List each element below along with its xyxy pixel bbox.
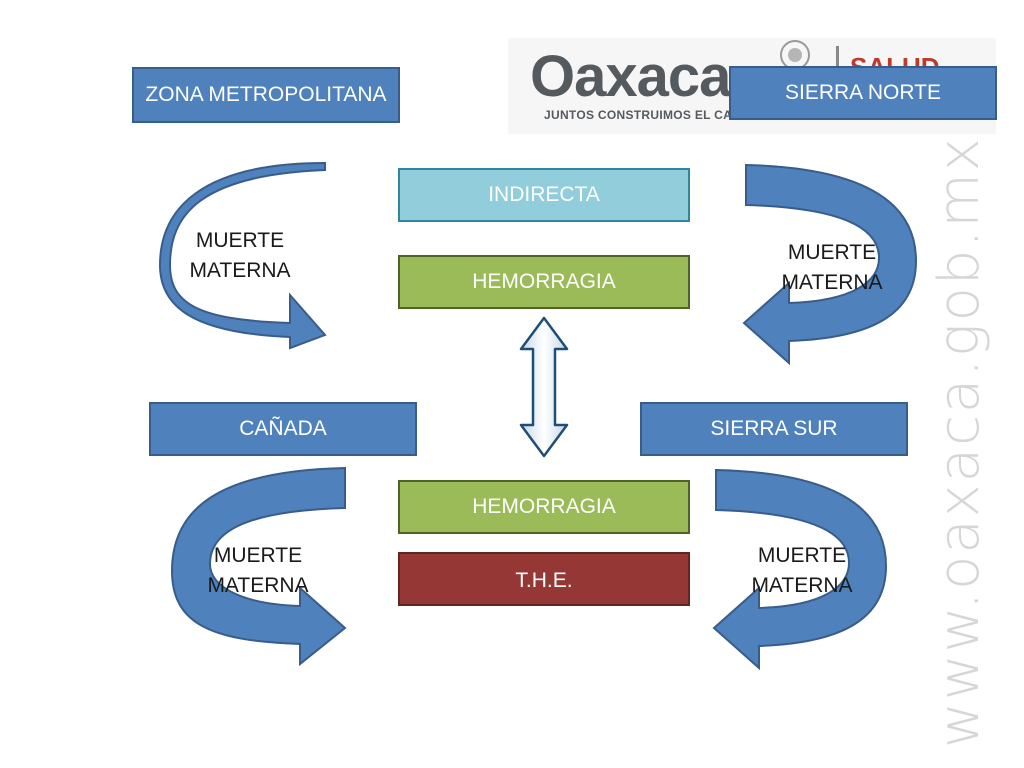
muerte-materna-label-top-right: MUERTE MATERNA <box>781 241 883 295</box>
oaxaca-logo: Oaxaca <box>530 44 731 109</box>
region-sierra-sur: SIERRA SUR <box>640 402 908 456</box>
cause-the: T.H.E. <box>398 552 690 606</box>
curved-arrow-top-right-icon <box>742 163 918 366</box>
muerte-materna-label-top-left: MUERTE MATERNA <box>189 229 291 283</box>
curved-arrow-top-left-icon <box>158 161 327 350</box>
website-watermark: www.oaxaca.gob.mx <box>927 136 992 748</box>
muerte-materna-label-bottom-right: MUERTE MATERNA <box>751 544 853 598</box>
muerte-materna-label-bottom-left: MUERTE MATERNA <box>207 544 309 598</box>
cause-hemorragia-bottom: HEMORRAGIA <box>398 480 690 534</box>
cause-hemorragia-top: HEMORRAGIA <box>398 255 690 309</box>
logo-tagline: JUNTOS CONSTRUIMOS EL CAMBIO <box>544 108 765 122</box>
region-canada: CAÑADA <box>149 402 417 456</box>
double-arrow-icon <box>519 316 569 458</box>
curved-arrow-bottom-right-icon <box>712 468 888 671</box>
cause-indirecta: INDIRECTA <box>398 168 690 222</box>
region-zona-metropolitana: ZONA METROPOLITANA <box>132 67 400 123</box>
curved-arrow-bottom-left-icon <box>170 466 347 667</box>
region-sierra-norte: SIERRA NORTE <box>729 66 997 120</box>
